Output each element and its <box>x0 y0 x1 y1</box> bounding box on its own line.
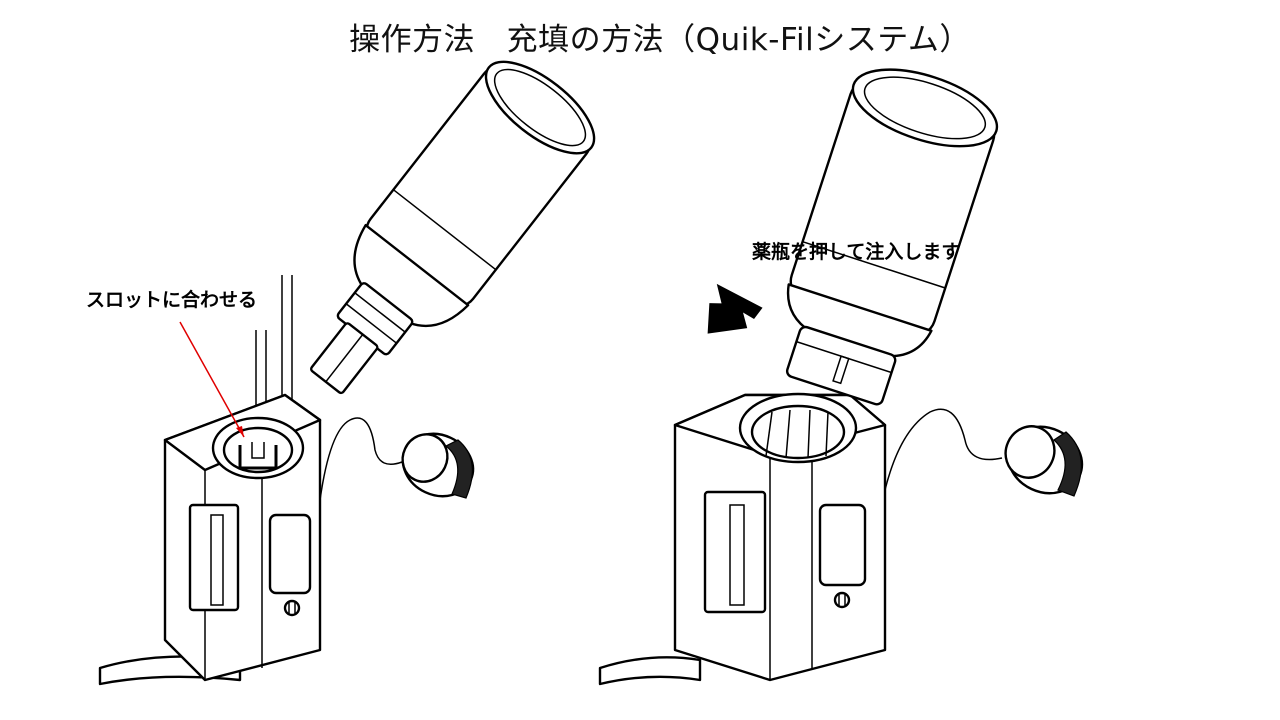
label-align-slot: スロットに合わせる <box>86 289 258 311</box>
right-medicine-bottle <box>785 68 999 406</box>
right-bottle-cap <box>1004 425 1084 497</box>
left-illustration <box>98 60 596 686</box>
left-pointer-arrowhead <box>236 426 244 437</box>
right-illustration <box>598 68 1084 686</box>
left-bottle-cap <box>401 432 475 499</box>
slide-title: 操作方法 充填の方法（Quik-Filシステム） <box>349 22 971 58</box>
push-arrow-icon <box>707 283 763 334</box>
left-pointer-line <box>179 321 245 438</box>
left-medicine-bottle <box>310 60 596 395</box>
left-fill-slot <box>211 416 305 480</box>
label-push-bottle: 薬瓶を押して注入します <box>752 241 961 263</box>
right-base-stand <box>598 656 702 686</box>
right-tether <box>884 408 1003 491</box>
right-fill-slot <box>738 392 858 464</box>
left-tether <box>319 417 403 501</box>
